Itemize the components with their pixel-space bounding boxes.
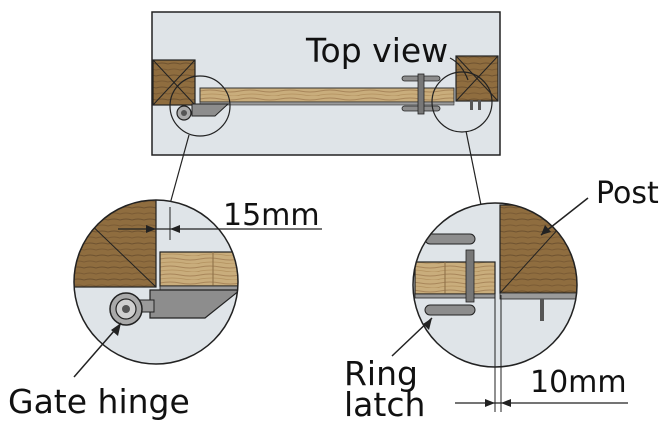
latch-detail — [412, 202, 628, 412]
post-label: Post — [596, 176, 659, 211]
hinge-leader-line — [169, 134, 190, 205]
latch-leader-line — [465, 130, 482, 206]
top-view-leader — [449, 57, 469, 81]
top-view-panel: Top view — [151, 11, 501, 156]
hinge-detail — [73, 199, 322, 365]
gate-hinge-leader — [73, 322, 122, 378]
left-post-top — [152, 59, 196, 106]
ring-latch-top — [401, 73, 481, 115]
top-view-label: Top view — [305, 31, 448, 70]
hinge-top — [176, 103, 230, 121]
hinge-gap-label: 15mm — [223, 198, 320, 233]
gate-board-top — [199, 87, 455, 106]
post-leader — [540, 197, 589, 236]
right-post-top — [455, 55, 499, 102]
latch-gap-label: 10mm — [530, 365, 627, 400]
latch-detail-marker — [431, 71, 493, 133]
ring-latch-label-line2: latch — [344, 385, 425, 423]
ring-latch-label-line1: Ring — [344, 354, 418, 393]
gate-hinge-label: Gate hinge — [8, 382, 190, 421]
hinge-detail-marker — [169, 75, 231, 137]
